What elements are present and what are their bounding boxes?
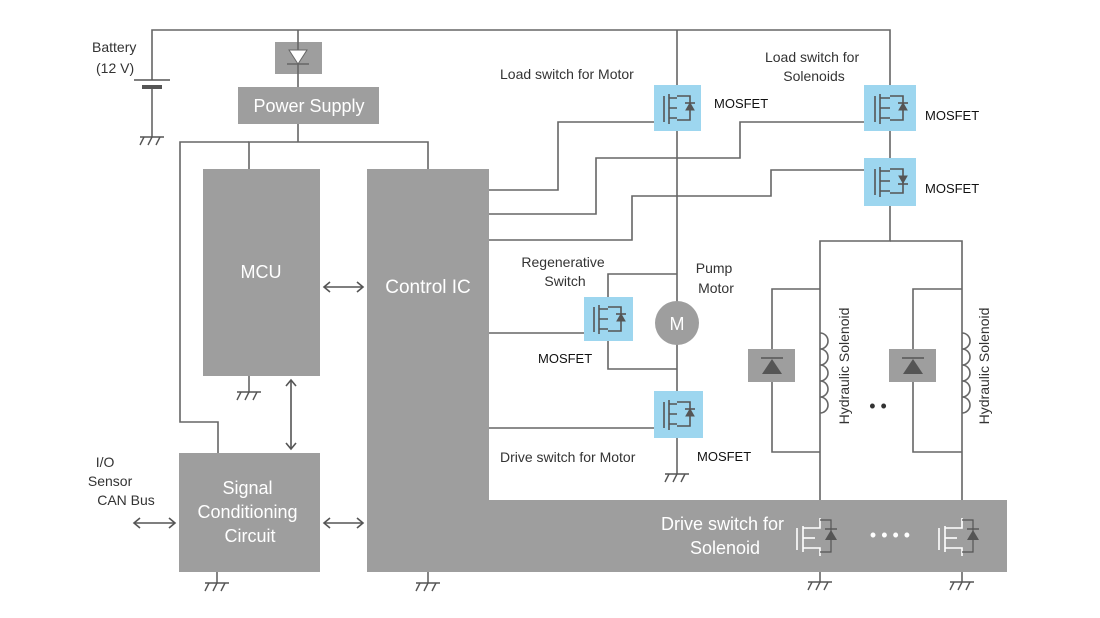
ground-icon (139, 136, 164, 146)
signal-conditioning-block (179, 453, 320, 572)
mosfet-regenerative-switch (584, 297, 633, 341)
load-switch-solenoids-label: Load switch for Solenoids (765, 49, 863, 84)
mosfet-label-3: MOSFET (925, 181, 979, 196)
hydraulic-solenoid-coil-1 (819, 332, 829, 414)
control-ic-block (367, 169, 489, 500)
solenoid-drive-transistor-icon-2 (938, 518, 979, 556)
hydraulic-solenoid-coil-2 (961, 332, 971, 414)
diode-icon (902, 357, 924, 374)
drive-switch-motor-label: Drive switch for Motor (500, 449, 636, 465)
diode-icon (287, 42, 309, 74)
mcu-block (203, 169, 320, 376)
regenerative-switch-label: Regenerative Switch (521, 254, 608, 289)
power-supply-label: Power Supply (253, 96, 364, 116)
mosfet-label-1: MOSFET (714, 96, 768, 111)
ground-icon (807, 581, 832, 591)
mcu-label: MCU (241, 262, 282, 282)
ground-icon (236, 391, 261, 401)
drive-switch-solenoid-label: Drive switch for Solenoid (661, 514, 789, 558)
wiring (151, 29, 963, 583)
solenoid-driver-ellipsis: • • • • (870, 525, 910, 545)
ground-icon (664, 473, 689, 483)
signal-control-arrow (322, 517, 365, 529)
ground-icon (949, 581, 974, 591)
io-label: I/O Sensor CAN Bus (88, 454, 155, 508)
ground-icon (415, 582, 440, 592)
motor-symbol-label: M (670, 314, 685, 334)
mosfet-load-switch-motor (654, 85, 701, 131)
pump-motor-label: Pump Motor (696, 260, 736, 296)
solenoid-ellipsis: • • (869, 396, 887, 416)
io-signal-arrow (132, 517, 177, 529)
battery-symbol (134, 79, 170, 137)
mcu-control-ic-arrow (322, 281, 365, 293)
load-switch-motor-label: Load switch for Motor (500, 66, 634, 82)
drive-switch-solenoid-block (367, 500, 1007, 572)
battery-label: Battery (12 V) (92, 39, 140, 76)
mosfet-label-5: MOSFET (697, 449, 751, 464)
signal-conditioning-label: Signal Conditioning Circuit (197, 478, 302, 546)
diode-icon (761, 357, 783, 374)
hydraulic-solenoid-label-2: Hydraulic Solenoid (976, 308, 992, 425)
power-supply-block (238, 87, 379, 124)
mosfet-label-4: MOSFET (538, 351, 592, 366)
solenoid-drive-transistor-icon-1 (796, 518, 837, 556)
mcu-signal-arrow (285, 378, 297, 451)
hydraulic-solenoid-label-1: Hydraulic Solenoid (836, 308, 852, 425)
mosfet-label-2: MOSFET (925, 108, 979, 123)
mosfet-drive-switch-motor (654, 391, 703, 438)
mosfet-solenoid-reverse (864, 158, 916, 206)
ground-icon (204, 582, 229, 592)
mosfet-load-switch-solenoids (864, 85, 916, 131)
control-ic-label: Control IC (385, 277, 471, 298)
pump-motor-symbol (655, 301, 699, 345)
